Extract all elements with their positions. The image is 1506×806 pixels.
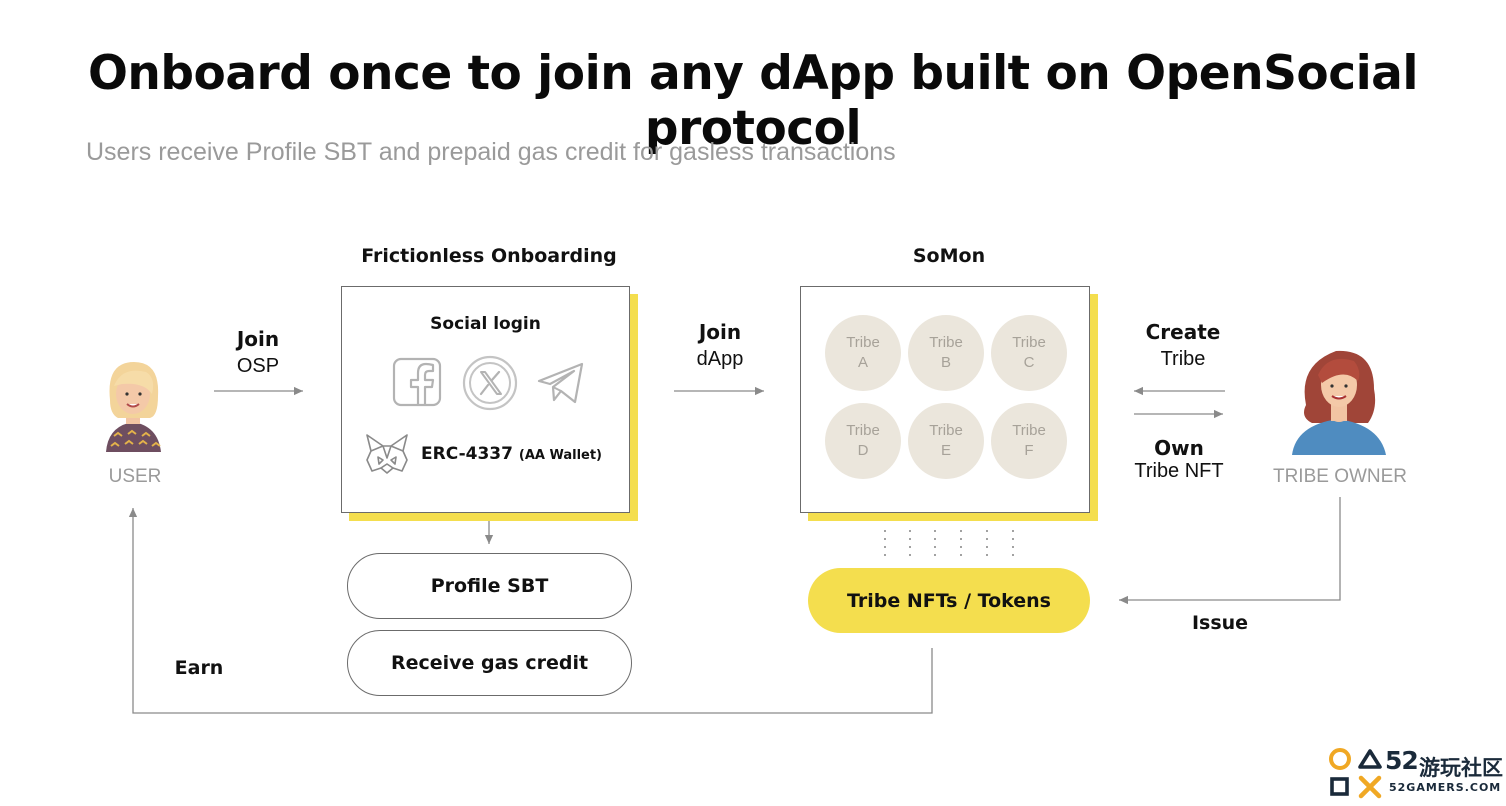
dotted-connectors <box>884 530 1014 560</box>
tribe-word: Tribe <box>929 422 963 439</box>
onboarding-box <box>341 286 630 513</box>
join-dapp-label: Join <box>698 320 742 344</box>
tribe-nft-label: Tribe NFT <box>1134 460 1224 482</box>
create-label: Create <box>1145 320 1221 344</box>
social-login-label: Social login <box>430 314 541 334</box>
arrow-earn <box>128 508 933 714</box>
user-label: USER <box>108 466 162 487</box>
tribe-letter: F <box>1024 442 1034 459</box>
profile-sbt-pill: Profile SBT <box>347 553 632 619</box>
watermark-cn: 游玩社区 <box>1419 756 1503 780</box>
join-osp-label: Join <box>236 327 280 351</box>
gas-credit-pill: Receive gas credit <box>347 630 632 696</box>
page-subtitle: Users receive Profile SBT and prepaid ga… <box>86 138 896 166</box>
osp-label: OSP <box>236 355 280 377</box>
tribe-owner-avatar-icon <box>1292 350 1386 455</box>
tribe-word: Tribe <box>1012 422 1046 439</box>
onboarding-heading: Frictionless Onboarding <box>361 245 617 267</box>
own-label: Own <box>1154 436 1204 460</box>
user-avatar-icon <box>106 362 161 452</box>
tribe-letter: D <box>857 442 869 459</box>
tribe-letter: B <box>940 354 951 371</box>
arrow-issue <box>1119 497 1341 605</box>
wallet-label: ERC-4337 (AA Wallet) <box>421 444 602 464</box>
watermark-site: 52GAMERS.COM <box>1389 781 1502 794</box>
tribe-letter: A <box>857 354 868 371</box>
page-title: Onboard once to join any dApp built on O… <box>87 46 1419 156</box>
aa-wallet-label: (AA Wallet) <box>518 448 602 463</box>
x-icon <box>462 355 518 411</box>
watermark-logo-icon <box>1329 748 1382 799</box>
tribe-tokens-pill: Tribe NFTs / Tokens <box>808 568 1090 633</box>
tribe-word: Tribe <box>1012 334 1046 351</box>
tribe-word: Tribe <box>846 334 880 351</box>
earn-label: Earn <box>174 657 224 679</box>
dapp-label: dApp <box>696 348 744 370</box>
metamask-fox-icon <box>366 434 408 474</box>
facebook-icon <box>392 357 442 407</box>
tribe-word: Tribe <box>846 422 880 439</box>
tribe-owner-label: TRIBE OWNER <box>1272 466 1408 487</box>
somon-heading: SoMon <box>912 245 986 267</box>
tribe-letter: E <box>940 442 951 459</box>
tribe-letter: C <box>1023 354 1035 371</box>
issue-label: Issue <box>1191 612 1249 634</box>
watermark-number: 52 <box>1385 746 1419 775</box>
tribe-label: Tribe <box>1160 348 1206 370</box>
telegram-icon <box>537 362 584 404</box>
tribe-word: Tribe <box>929 334 963 351</box>
erc-4337-label: ERC-4337 <box>421 444 513 464</box>
